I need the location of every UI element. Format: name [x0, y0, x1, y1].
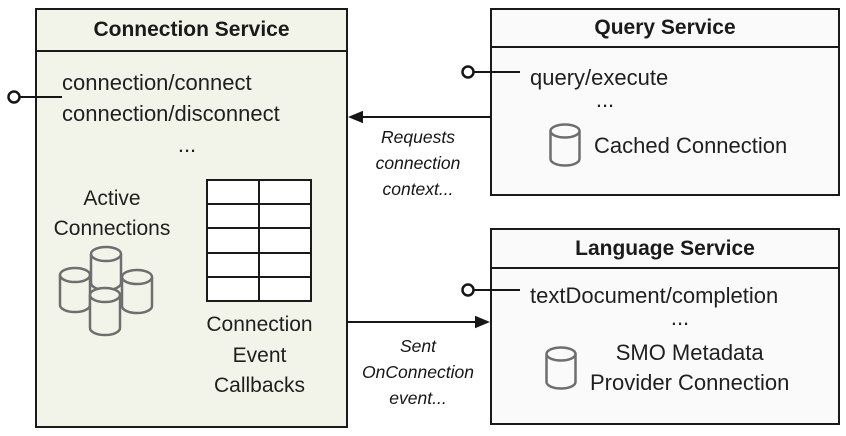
method-connection-connect: connection/connect	[62, 70, 252, 95]
callback-table	[206, 179, 312, 302]
label-line: connection	[375, 153, 461, 173]
callback-table-cell	[207, 228, 259, 253]
requests-arrow-icon	[348, 110, 490, 124]
smo-provider-label: SMO Metadata Provider Connection	[590, 338, 789, 398]
callback-table-cell	[259, 276, 311, 301]
database-cluster-icon	[58, 245, 154, 337]
database-icon	[545, 346, 577, 390]
cached-connection-item: Cached Connection	[548, 122, 787, 168]
callback-table-cell	[207, 252, 259, 277]
label-line: Sent	[400, 336, 436, 356]
label-line: SMO Metadata	[615, 340, 764, 365]
callback-table-cell	[207, 180, 259, 205]
method-query-execute: query/execute	[530, 65, 669, 90]
label-line: OnConnection	[362, 362, 474, 382]
cached-connection-label: Cached Connection	[594, 132, 788, 158]
query-service-box: Query Service query/execute ... Cached C…	[490, 8, 840, 196]
method-connection-disconnect: connection/disconnect	[62, 101, 280, 126]
connection-service-box: Connection Service connection/connect co…	[35, 8, 348, 428]
callback-table-cell	[207, 276, 259, 301]
callback-table-cell	[207, 204, 259, 229]
active-connections-label: Active Connections	[37, 184, 187, 244]
label-line: Provider Connection	[590, 370, 790, 395]
label-line: Connection	[206, 313, 313, 336]
connection-service-title: Connection Service	[37, 10, 346, 52]
smo-provider-item: SMO Metadata Provider Connection	[544, 338, 789, 398]
label-line: Active	[83, 187, 141, 210]
label-line: event...	[389, 388, 447, 408]
requests-connection-context-label: Requests connection context...	[348, 124, 488, 202]
label-line: Requests	[381, 127, 455, 147]
language-service-title: Language Service	[492, 230, 838, 269]
database-icon	[549, 123, 581, 167]
methods-ellipsis: ...	[670, 305, 690, 330]
language-service-box: Language Service textDocument/completion…	[490, 228, 840, 425]
callback-table-cell	[259, 180, 311, 205]
sent-arrow-icon	[348, 315, 490, 329]
callback-table-cell	[259, 252, 311, 277]
sent-onconnection-event-label: Sent OnConnection event...	[348, 333, 488, 411]
callback-table-label: Connection Event Callbacks	[162, 310, 357, 402]
label-line: Callbacks	[213, 374, 306, 397]
callback-table-cell	[259, 228, 311, 253]
query-service-title: Query Service	[492, 10, 838, 48]
method-textdocument-completion: textDocument/completion	[530, 283, 779, 308]
callback-table-cell	[259, 204, 311, 229]
label-line: Event	[232, 343, 287, 367]
connection-service-methods: connection/connect connection/disconnect…	[62, 67, 312, 160]
methods-ellipsis: ...	[177, 132, 197, 157]
label-line: Connections	[53, 217, 171, 240]
methods-ellipsis: ...	[595, 87, 615, 112]
label-line: context...	[382, 179, 454, 199]
